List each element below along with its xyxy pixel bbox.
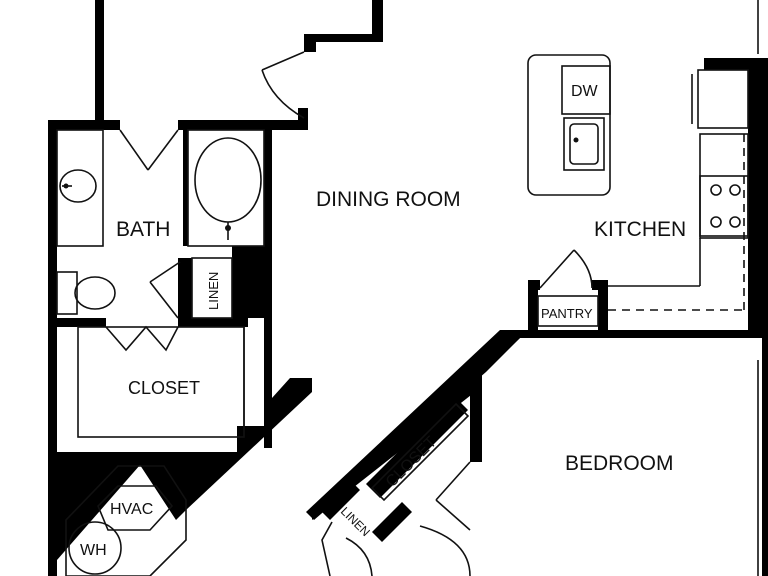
- bathtub-icon: [194, 137, 262, 223]
- wall-linen-hall-b: [372, 502, 412, 542]
- label-bedroom: BEDROOM: [565, 452, 674, 475]
- pantry-door: [539, 249, 593, 289]
- mech-closet: [65, 465, 187, 576]
- kitchen-counter: [699, 133, 749, 239]
- wall-closet-right: [264, 318, 272, 448]
- wall-bath-top-right: [178, 120, 308, 130]
- hall-door: [419, 461, 471, 576]
- wall-pantry-right: [598, 280, 608, 338]
- faucet-dot-bath: [63, 183, 69, 189]
- dishwasher-box: [561, 65, 611, 115]
- sink-icon: [59, 169, 97, 203]
- hvac-box: [97, 485, 174, 531]
- wall-bath-bottom: [48, 318, 106, 327]
- hall-closet-shelf: [370, 402, 470, 502]
- label-water-heater: WH: [80, 542, 107, 559]
- wall-tub-left: [183, 126, 188, 246]
- faucet-dot-tub: [225, 225, 231, 231]
- wall-kitchen-right: [748, 58, 768, 338]
- pantry-box: [537, 295, 599, 327]
- burner-3: [710, 216, 722, 228]
- wall-pantry-top-right: [592, 280, 608, 290]
- burner-4: [729, 216, 741, 228]
- wall-hall-closet: [366, 396, 468, 498]
- label-linen-bath: LINEN: [206, 272, 221, 310]
- fixtures: [56, 0, 759, 576]
- label-pantry: PANTRY: [541, 306, 593, 321]
- wall-closet-bottom: [57, 452, 237, 462]
- burner-1: [710, 184, 722, 196]
- faucets: [63, 137, 579, 231]
- wall-left: [48, 120, 57, 576]
- label-kitchen: KITCHEN: [594, 218, 686, 241]
- wall-hall-post: [470, 372, 482, 462]
- burner-2: [729, 184, 741, 196]
- water-heater-icon: [68, 521, 122, 575]
- linen-hall-door: [321, 521, 373, 576]
- label-dining-room: DINING ROOM: [316, 188, 461, 211]
- walls: [48, 0, 768, 576]
- linen-door-swing: [149, 261, 181, 319]
- door-swing-icon: [119, 129, 179, 171]
- wall-pantry-top: [528, 280, 540, 290]
- stove-icon: [699, 175, 749, 237]
- wall-top-stub: [304, 0, 383, 52]
- wall-top-left: [95, 0, 104, 120]
- bathtub-frame: [187, 129, 265, 247]
- wall-mech-diagonal: [57, 378, 312, 520]
- label-bath: BATH: [116, 218, 170, 241]
- wall-fridge-top: [704, 58, 768, 70]
- wall-bath-inner: [264, 120, 272, 250]
- label-hvac: HVAC: [110, 501, 153, 518]
- bath-vanity: [56, 129, 104, 247]
- wall-linen-left: [178, 258, 192, 322]
- wall-pantry-left: [528, 280, 538, 338]
- label-dishwasher: DW: [571, 83, 599, 100]
- refrigerator-icon: [697, 69, 749, 129]
- kitchen-island: [527, 54, 611, 196]
- faucet-dot-island: [573, 137, 579, 143]
- wall-bath-bottom-right: [178, 318, 248, 327]
- toilet-icon: [74, 276, 116, 310]
- toilet-tank: [56, 271, 78, 315]
- island-sink-inner: [569, 123, 599, 165]
- linen-bath-box: [191, 257, 233, 319]
- label-linen-hall: LINEN: [338, 504, 373, 539]
- dining-door-swing: [261, 51, 305, 119]
- closet-door: [105, 325, 179, 352]
- wall-door-jamb: [298, 108, 308, 130]
- wall-linen-hall: [320, 480, 360, 520]
- label-closet-bath: CLOSET: [128, 378, 200, 398]
- island-sink: [563, 117, 605, 171]
- wall-bath-top: [48, 120, 120, 130]
- wall-bedroom-right: [762, 338, 768, 576]
- wall-linen-block: [232, 246, 272, 318]
